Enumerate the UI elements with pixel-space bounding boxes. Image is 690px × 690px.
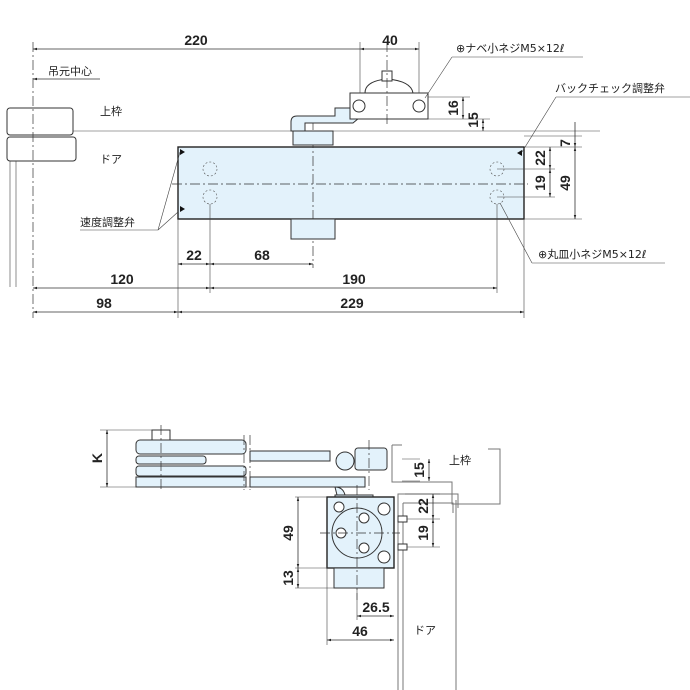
label-upper-frame-side: 上枠 xyxy=(449,453,471,467)
arm-bracket xyxy=(290,42,429,146)
label-upper-frame: 上枠 xyxy=(100,104,122,118)
dim-40: 40 xyxy=(382,32,398,48)
closer-shaft-bottom xyxy=(290,218,336,240)
speed-valve-marker xyxy=(180,149,185,155)
label-hinge-center: 吊元中心 xyxy=(48,65,92,78)
door-profile xyxy=(397,493,459,690)
label-oval-screw: ⊕丸皿小ネジM5×12ℓ xyxy=(538,248,646,261)
dim-k: K xyxy=(89,453,105,463)
label-backcheck-valve: バックチェック調整弁 xyxy=(555,81,665,95)
top-view: 220 40 吊元中心 上枠 ドア 速度調整弁 ⊕ナベ小ネジM5×12ℓ バック… xyxy=(6,32,690,318)
backcheck-valve-marker xyxy=(517,150,522,156)
dim-15-side: 15 xyxy=(411,462,427,478)
dim-13: 13 xyxy=(280,570,296,586)
label-door-side: ドア xyxy=(414,624,436,637)
dim-22-bottom: 22 xyxy=(186,247,202,263)
side-view: K 上枠 15 xyxy=(89,425,501,690)
dim-16: 16 xyxy=(445,100,461,116)
dim-22-right: 22 xyxy=(532,150,548,166)
closer-body xyxy=(177,146,525,220)
dim-26-5: 26.5 xyxy=(362,599,389,615)
dim-120: 120 xyxy=(110,271,134,287)
label-speed-valve: 速度調整弁 xyxy=(80,215,135,229)
label-pan-screw: ⊕ナベ小ネジM5×12ℓ xyxy=(456,42,564,55)
dim-46: 46 xyxy=(352,623,368,639)
upper-frame-profile xyxy=(391,444,501,505)
dim-49-side: 49 xyxy=(280,525,296,541)
label-door: ドア xyxy=(100,153,122,166)
dim-19-side: 19 xyxy=(415,525,431,541)
dim-190: 190 xyxy=(342,271,366,287)
dim-15-top: 15 xyxy=(465,112,481,128)
dim-49-right: 49 xyxy=(557,175,573,191)
dim-98: 98 xyxy=(96,295,112,311)
dim-68: 68 xyxy=(254,247,270,263)
dim-229: 229 xyxy=(340,295,364,311)
dim-220: 220 xyxy=(184,32,208,48)
dim-7: 7 xyxy=(557,139,573,147)
hinge xyxy=(6,107,77,287)
side-arm xyxy=(135,425,388,504)
dim-22-side: 22 xyxy=(415,498,431,514)
dim-19-right: 19 xyxy=(532,175,548,191)
